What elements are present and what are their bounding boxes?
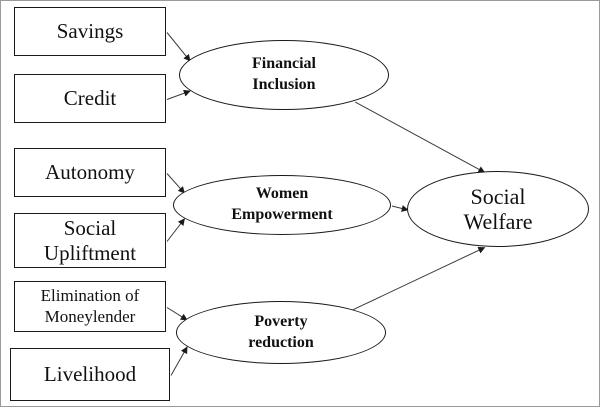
credit-arrow [166, 89, 191, 100]
credit-label: Credit [63, 86, 117, 111]
livelihood-arrow [170, 346, 188, 376]
women-empowerment-ellipse: Women Empowerment [173, 175, 391, 235]
autonomy-label: Autonomy [45, 160, 135, 185]
social-upliftment-label: Social Upliftment [43, 216, 137, 265]
social-welfare-ellipse: Social Welfare [407, 171, 589, 247]
financial-inclusion-arrow [355, 101, 486, 173]
autonomy-arrow [166, 173, 185, 194]
livelihood-box: Livelihood [10, 348, 170, 401]
women-empowerment-label: Women Empowerment [231, 185, 333, 223]
autonomy-box: Autonomy [14, 148, 166, 197]
credit-box: Credit [14, 74, 166, 123]
livelihood-label: Livelihood [43, 362, 137, 387]
savings-label: Savings [56, 19, 124, 44]
social-welfare-label: Social Welfare [463, 183, 533, 234]
financial-inclusion-ellipse: Financial Inclusion [179, 40, 389, 110]
savings-arrow [166, 32, 191, 62]
elimination-of-moneylender-label: Elimination of Moneylender [40, 286, 140, 326]
elimination-of-moneylender-box: Elimination of Moneylender [14, 281, 166, 332]
savings-box: Savings [14, 7, 166, 56]
poverty-reduction-ellipse: Poverty reduction [176, 301, 386, 364]
poverty-reduction-arrow [352, 247, 486, 311]
women-empowerment-arrow [391, 205, 409, 212]
social-upliftment-box: Social Upliftment [14, 213, 166, 268]
poverty-reduction-label: Poverty reduction [248, 312, 314, 351]
social-upliftment-arrow [166, 218, 185, 242]
financial-inclusion-label: Financial Inclusion [251, 55, 316, 93]
elimination-moneylender-arrow [166, 307, 188, 321]
